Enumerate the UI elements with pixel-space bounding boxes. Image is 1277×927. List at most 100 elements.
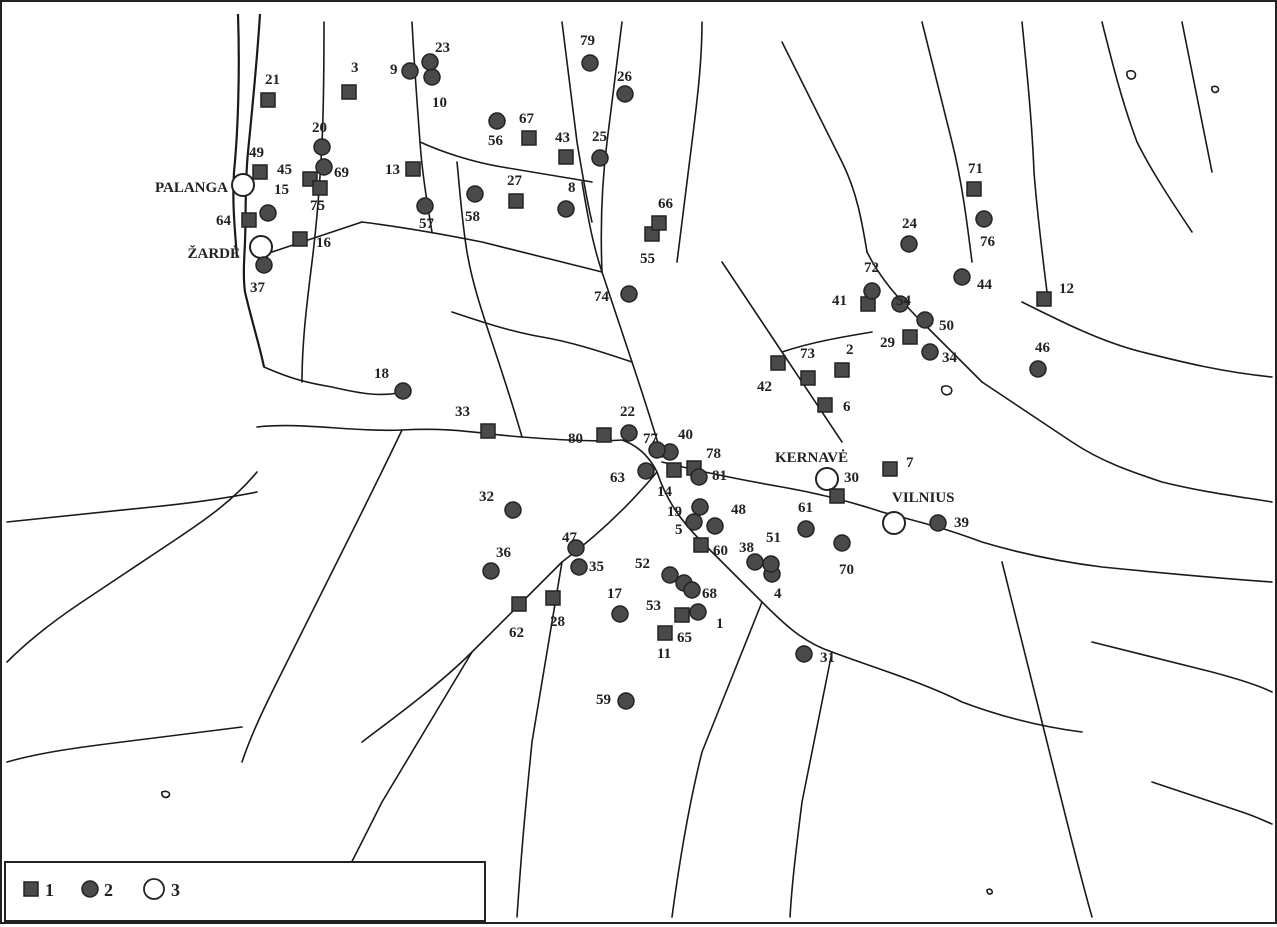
- site-circle-marker: [504, 501, 522, 519]
- site-circle-marker: [557, 200, 575, 218]
- site-circle-marker: [1029, 360, 1047, 378]
- site-number-label: 55: [640, 251, 655, 267]
- site-number-label: 13: [385, 162, 400, 178]
- site-number-label: 32: [479, 489, 494, 505]
- site-number-label: 54: [896, 293, 912, 309]
- site-square-marker: [651, 215, 667, 231]
- town-marker-zarde: [249, 235, 273, 259]
- site-circle-marker: [689, 603, 707, 621]
- site-number-label: 57: [419, 216, 435, 232]
- site-number-label: 78: [706, 446, 721, 462]
- site-number-label: 38: [739, 540, 754, 556]
- site-40: 40: [661, 427, 693, 461]
- site-9: 9: [390, 62, 419, 80]
- site-44: 44: [953, 268, 993, 293]
- legend: 1 2 3: [4, 861, 486, 922]
- legend-square-symbol: [23, 881, 39, 897]
- towns-layer: PALANGA ŽARDĖ KERNAVĖ VILNIUS: [155, 173, 955, 535]
- site-circle-marker: [762, 555, 780, 573]
- site-61: 61: [797, 500, 815, 538]
- site-55: 55: [640, 226, 660, 267]
- site-number-label: 74: [594, 289, 610, 305]
- site-73: 73: [800, 346, 816, 386]
- site-2: 2: [834, 342, 854, 378]
- site-number-label: 76: [980, 234, 996, 250]
- site-number-label: 53: [646, 598, 661, 614]
- site-square-marker: [508, 193, 524, 209]
- site-71: 71: [966, 161, 983, 197]
- site-number-label: 20: [312, 120, 327, 136]
- site-47: 47: [562, 530, 585, 557]
- site-number-label: 8: [568, 180, 576, 196]
- site-number-label: 34: [942, 350, 958, 366]
- site-38: 38: [739, 540, 764, 571]
- site-circle-marker: [423, 68, 441, 86]
- site-square-marker: [260, 92, 276, 108]
- site-number-label: 17: [607, 586, 623, 602]
- site-square-marker: [558, 149, 574, 165]
- site-15: 15: [259, 182, 289, 222]
- site-square-marker: [292, 231, 308, 247]
- site-67: 67: [519, 111, 537, 146]
- town-marker-vilnius: [882, 511, 906, 535]
- site-number-label: 47: [562, 530, 578, 546]
- site-square-marker: [966, 181, 982, 197]
- site-77: 77: [643, 431, 666, 459]
- site-circle-marker: [685, 513, 703, 531]
- site-8: 8: [557, 180, 576, 218]
- site-number-label: 21: [265, 72, 280, 88]
- site-number-label: 37: [250, 280, 266, 296]
- site-number-label: 68: [702, 586, 717, 602]
- site-number-label: 77: [643, 431, 659, 447]
- site-number-label: 5: [675, 522, 683, 538]
- site-circle-marker: [795, 645, 813, 663]
- site-number-label: 67: [519, 111, 535, 127]
- site-square-marker: [312, 180, 328, 196]
- lakes: [161, 70, 1220, 895]
- site-70: 70: [833, 534, 854, 578]
- site-number-label: 3: [351, 60, 359, 76]
- site-16: 16: [292, 231, 332, 251]
- site-square-marker: [829, 488, 845, 504]
- site-number-label: 41: [832, 293, 847, 309]
- site-square-marker: [405, 161, 421, 177]
- site-number-label: 14: [657, 484, 673, 500]
- site-14: 14: [657, 462, 682, 500]
- site-80: 80: [568, 427, 612, 447]
- site-square-marker: [521, 130, 537, 146]
- site-28: 28: [545, 590, 565, 630]
- site-35: 35: [570, 558, 604, 576]
- site-number-label: 28: [550, 614, 565, 630]
- site-34: 34: [921, 343, 958, 366]
- sites-layer: 1234567891011121314151617181920212223242…: [216, 33, 1074, 710]
- site-43: 43: [555, 130, 574, 165]
- site-63: 63: [610, 462, 655, 486]
- site-25: 25: [591, 129, 609, 167]
- legend-circle-symbol: [81, 880, 99, 898]
- site-circle-marker: [466, 185, 484, 203]
- site-circle-marker: [617, 692, 635, 710]
- site-circle-marker: [581, 54, 599, 72]
- site-7: 7: [882, 455, 914, 477]
- site-50: 50: [916, 311, 954, 334]
- site-circle-marker: [620, 285, 638, 303]
- site-number-label: 56: [488, 133, 504, 149]
- site-number-label: 81: [712, 468, 727, 484]
- site-number-label: 25: [592, 129, 607, 145]
- legend-frame: [4, 861, 486, 922]
- site-circle-marker: [863, 282, 881, 300]
- site-number-label: 50: [939, 318, 954, 334]
- site-circle-marker: [797, 520, 815, 538]
- legend-item-circle: 2: [81, 880, 113, 900]
- site-37: 37: [250, 256, 273, 296]
- site-circle-marker: [683, 581, 701, 599]
- town-label-kernave: KERNAVĖ: [775, 449, 848, 466]
- legend-label-3: 3: [171, 880, 180, 900]
- site-48: 48: [706, 502, 746, 535]
- site-square-marker: [902, 329, 918, 345]
- legend-item-open-circle: 3: [143, 878, 180, 900]
- site-number-label: 33: [455, 404, 470, 420]
- site-30: 30: [829, 470, 859, 504]
- site-circle-marker: [616, 85, 634, 103]
